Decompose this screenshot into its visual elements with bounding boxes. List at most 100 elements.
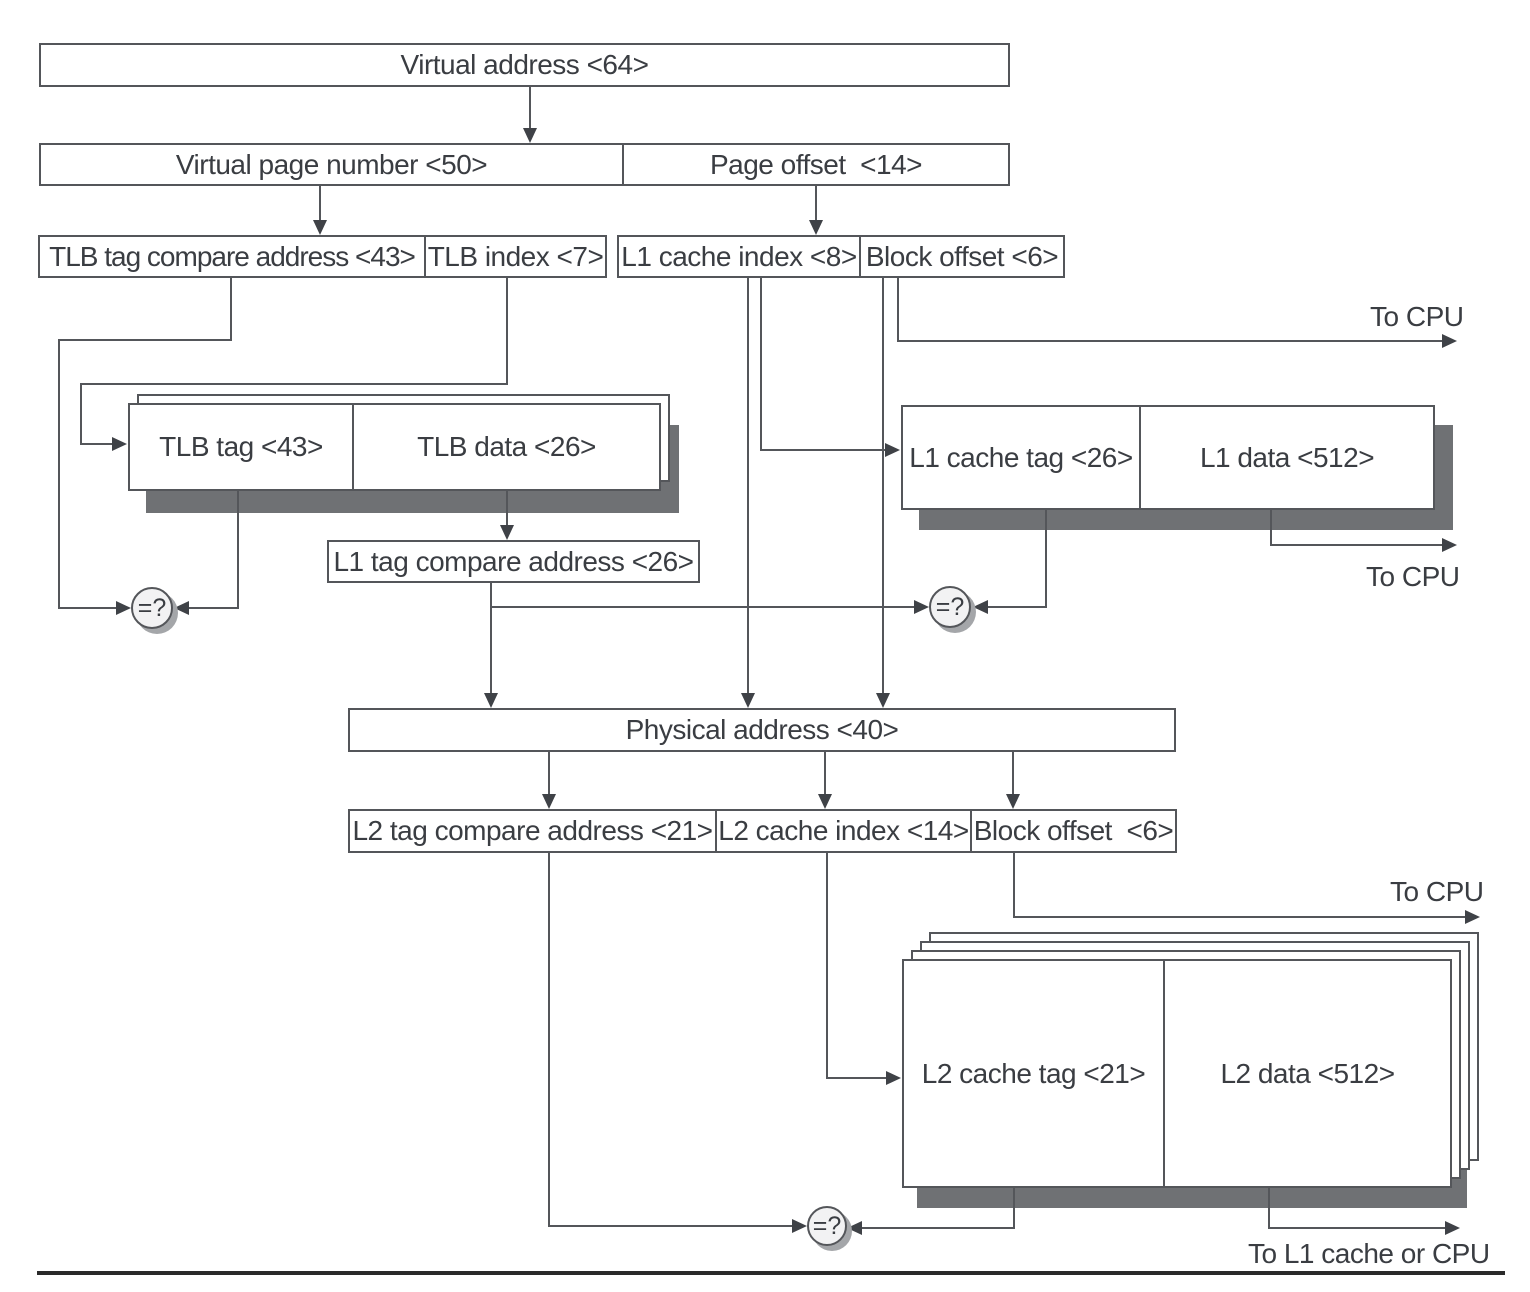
figure-bottom-rule xyxy=(37,1271,1505,1275)
arrowhead xyxy=(484,693,498,708)
connector xyxy=(237,491,239,609)
connector xyxy=(1013,1188,1015,1229)
arrowhead xyxy=(313,220,327,235)
connector xyxy=(1268,1188,1270,1229)
tlb-tag-cell: TLB tag <43> xyxy=(130,405,352,489)
connector xyxy=(80,383,508,385)
connector xyxy=(1270,544,1442,546)
arrowhead xyxy=(876,693,890,708)
connector xyxy=(230,278,232,341)
connector xyxy=(548,752,550,796)
connector xyxy=(882,278,884,694)
l2-address-split-row: L2 tag compare address <21> L2 cache ind… xyxy=(348,809,1177,853)
connector xyxy=(58,339,60,609)
arrowhead xyxy=(792,1219,807,1233)
connector xyxy=(1013,916,1465,918)
arrowhead xyxy=(174,601,189,615)
tlb-comparator: =? xyxy=(131,587,173,629)
connector xyxy=(490,606,914,608)
connector xyxy=(826,1077,886,1079)
connector xyxy=(760,278,762,451)
arrowhead xyxy=(818,794,832,809)
tlb-comparator-label: =? xyxy=(137,593,167,622)
to-l1-cache-or-cpu-label: To L1 cache or CPU xyxy=(1248,1238,1490,1269)
l1-tag-compare-address-box: L1 tag compare address <26> xyxy=(327,540,700,583)
connector xyxy=(897,278,899,342)
l2-block-offset-cell: Block offset <6> xyxy=(970,811,1175,851)
l1-tag-compare-address-label: L1 tag compare address <26> xyxy=(333,545,694,577)
arrowhead xyxy=(741,693,755,708)
l2-cache-tag-cell: L2 cache tag <21> xyxy=(904,961,1163,1186)
arrowhead xyxy=(112,437,127,451)
to-cpu-label-3: To CPU xyxy=(1390,876,1484,907)
arrowhead xyxy=(885,443,900,457)
arrowhead xyxy=(914,600,929,614)
arrowhead xyxy=(523,128,537,143)
connector xyxy=(1013,853,1015,918)
l2-cache-index-label: L2 cache index <14> xyxy=(718,815,969,846)
l1-data-label: L1 data <512> xyxy=(1199,441,1375,473)
page-offset-cell: Page offset <14> xyxy=(622,145,1008,184)
arrowhead xyxy=(1442,538,1457,552)
tlb-index-label: TLB index <7> xyxy=(427,240,604,272)
l1-cache-tag-label: L1 cache tag <26> xyxy=(909,441,1133,473)
arrowhead xyxy=(809,220,823,235)
l1-cache-tag-cell: L1 cache tag <26> xyxy=(903,407,1139,508)
physical-address-label: Physical address <40> xyxy=(625,714,899,745)
connector xyxy=(506,491,508,526)
connector xyxy=(760,449,885,451)
virtual-address-label: Virtual address <64> xyxy=(400,49,649,80)
arrowhead xyxy=(973,600,988,614)
connector xyxy=(58,607,116,609)
connector xyxy=(548,1225,792,1227)
connector xyxy=(58,339,232,341)
connector xyxy=(1270,510,1272,546)
connector xyxy=(862,1227,1015,1229)
virtual-address-box: Virtual address <64> xyxy=(39,43,1010,87)
connector xyxy=(824,752,826,796)
l2-tag-compare-address-cell: L2 tag compare address <21> xyxy=(350,811,715,851)
tlb-box: TLB tag <43> TLB data <26> xyxy=(128,394,679,513)
arrowhead xyxy=(1442,334,1457,348)
connector xyxy=(1045,510,1047,608)
l2-data-label: L2 data <512> xyxy=(1220,1057,1395,1089)
l2-comparator-label: =? xyxy=(812,1211,842,1240)
arrowhead xyxy=(886,1071,901,1085)
tlb-tag-compare-address-label: TLB tag compare address <43> xyxy=(49,240,416,272)
connector xyxy=(826,853,828,1079)
l2-comparator: =? xyxy=(807,1206,847,1246)
arrowhead xyxy=(542,794,556,809)
arrowhead xyxy=(1465,910,1480,924)
arrowhead xyxy=(116,601,131,615)
connector xyxy=(747,278,749,694)
l2-data-cell: L2 data <512> xyxy=(1163,961,1450,1186)
arrowhead xyxy=(847,1221,862,1235)
virtual-page-row: Virtual page number <50> Page offset <14… xyxy=(39,143,1010,186)
l1-address-split-row: L1 cache index <8> Block offset <6> xyxy=(617,235,1065,278)
l1-data-cell: L1 data <512> xyxy=(1139,407,1433,508)
tlb-index-cell: TLB index <7> xyxy=(424,237,605,276)
connector xyxy=(80,383,82,444)
connector xyxy=(506,278,508,385)
tlb-tag-label: TLB tag <43> xyxy=(159,431,323,462)
l1-cache-box: L1 cache tag <26> L1 data <512> xyxy=(901,405,1453,530)
block-offset-cell: Block offset <6> xyxy=(859,237,1063,276)
connector xyxy=(529,87,531,130)
l1-comparator-label: =? xyxy=(935,592,965,621)
page-offset-label: Page offset <14> xyxy=(709,148,923,180)
connector xyxy=(80,443,112,445)
arrowhead xyxy=(500,525,514,540)
connector xyxy=(189,607,239,609)
l2-block-offset-label: Block offset <6> xyxy=(973,815,1174,846)
l2-cache-box: L2 cache tag <21> L2 data <512> xyxy=(902,932,1479,1208)
l1-cache-index-cell: L1 cache index <8> xyxy=(619,237,859,276)
virtual-page-number-cell: Virtual page number <50> xyxy=(41,145,622,184)
l1-comparator: =? xyxy=(929,586,971,628)
connector xyxy=(1268,1227,1445,1229)
connector xyxy=(988,606,1047,608)
l2-cache-index-cell: L2 cache index <14> xyxy=(715,811,970,851)
l1-cache-index-label: L1 cache index <8> xyxy=(621,240,857,272)
physical-address-box: Physical address <40> xyxy=(348,708,1176,752)
tlb-tag-compare-address-cell: TLB tag compare address <43> xyxy=(40,237,424,276)
